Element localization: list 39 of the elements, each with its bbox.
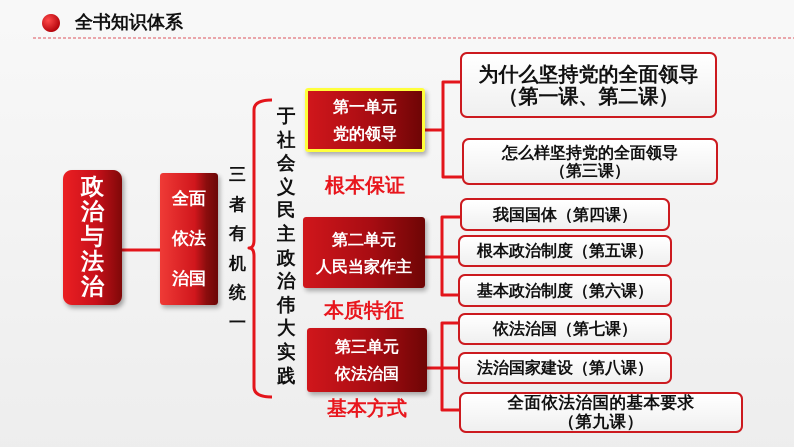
lesson-box [458,352,672,384]
connector-line [425,128,462,178]
lesson-text: 全面依法治国的基本要求（第九课） [506,394,696,431]
lesson-text: 为什么坚持党的全面领导（第一课、第二课） [478,62,700,108]
unit-box [305,88,425,152]
unit-box [307,328,427,392]
lesson-text: 我国国体（第四课） [493,206,637,224]
page-title: 全书知识体系 [75,11,183,34]
vertical-text: 于社会义民主政治伟大实践 [277,105,296,388]
unit-number: 第一单元 [333,96,397,118]
unit-caption: 基本方式 [326,396,408,420]
connector-line [425,256,458,296]
lesson-text: 怎么样坚持党的全面领导（第三课） [500,144,679,180]
lesson-box [460,52,717,118]
lesson-text: 基本政治制度（第六课） [477,282,653,300]
unit-title: 党的领导 [333,123,397,145]
lesson-box [458,274,672,307]
lesson-box [459,392,743,433]
lesson-text: 依法治国（第七课） [493,320,637,338]
lesson-box [458,313,672,345]
lesson-text: 根本政治制度（第五课） [477,242,653,260]
lesson-box [462,138,718,185]
unit-title: 人民当家作主 [316,256,412,278]
lesson-box [458,235,672,267]
subtopic-text: 全面依法治国 [172,188,206,291]
connector-line [122,248,160,252]
unit-caption: 根本保证 [324,173,406,197]
lesson-box [460,198,670,231]
vertical-text: 三者有机统一 [229,164,246,335]
topic-box [63,170,122,305]
unit-number: 第二单元 [332,228,396,250]
subtopic-box [160,173,218,305]
lesson-text: 法治国家建设（第八课） [477,359,653,377]
unit-number: 第三单元 [335,336,399,358]
unit-caption: 本质特征 [322,298,405,322]
connector-line [427,366,459,412]
unit-box [303,217,425,288]
unit-title: 依法治国 [335,363,399,385]
topic-text: 政治与法治 [81,175,104,300]
